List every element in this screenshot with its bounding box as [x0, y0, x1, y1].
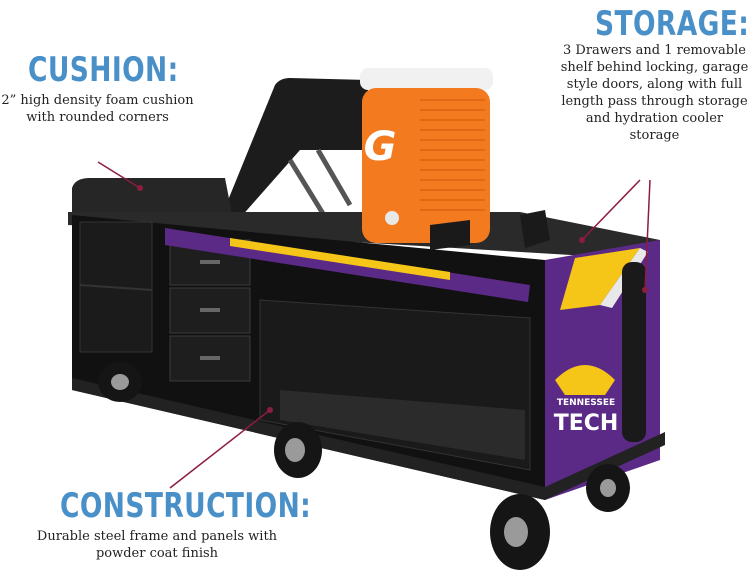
hydration-cooler: [360, 68, 493, 243]
team-logo-eagle-icon: [555, 365, 615, 395]
storage-heading: STORAGE:: [595, 4, 749, 44]
caster-wheel: [98, 362, 142, 402]
cushion-heading: CUSHION:: [28, 50, 179, 90]
construction-description: Durable steel frame and panels with powd…: [36, 529, 278, 561]
cushion-seat: [72, 178, 232, 214]
drawer-handle: [200, 260, 220, 264]
cooler-bracket: [430, 220, 470, 250]
panel-text-line2: TECH: [554, 411, 619, 436]
caster-wheel: [274, 422, 322, 478]
storage-callout-line-2: [644, 179, 651, 291]
cushion-callout-dot: [137, 185, 143, 191]
storage-callout-dot-2: [642, 287, 648, 293]
storage-description: 3 Drawers and 1 removable shelf behind l…: [560, 43, 749, 143]
end-panel-handle-slot: [622, 262, 646, 442]
construction-heading: CONSTRUCTION:: [60, 486, 312, 526]
storage-callout-dot: [579, 237, 585, 243]
construction-callout-line: [169, 409, 271, 489]
caster-wheel: [586, 464, 630, 512]
construction-callout-dot: [267, 407, 273, 413]
caster-wheel: [490, 494, 550, 570]
storage-callout-line: [581, 179, 641, 241]
end-panel-gold-stripe: [560, 248, 640, 310]
backrest-support-arm: [315, 148, 353, 207]
panel-text-line1: TENNESSEE: [557, 398, 615, 408]
garage-door-stripe: [230, 238, 450, 280]
compartment-shelf: [79, 284, 153, 291]
cushion-description: 2” high density foam cushion with rounde…: [1, 93, 194, 125]
cushion-backrest: [222, 78, 368, 218]
cooler-bracket: [520, 210, 550, 248]
drawer-handle: [200, 356, 220, 360]
perforated-floor: [280, 390, 525, 460]
drawer-handle: [200, 308, 220, 312]
cushion-callout-line: [97, 161, 141, 189]
cooler-logo-g: G: [364, 124, 397, 170]
